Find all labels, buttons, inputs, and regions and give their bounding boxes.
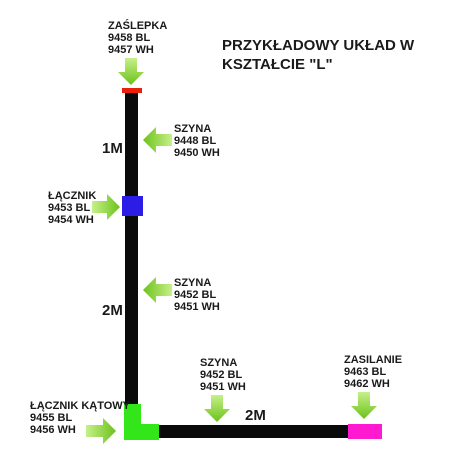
code-bl: 9453 BL: [48, 202, 90, 214]
code-bl: 9452 BL: [200, 369, 242, 381]
component-name: SZYNA: [200, 357, 237, 369]
arrow-right-icon: [86, 418, 116, 444]
arrow-left-icon: [143, 127, 172, 153]
title-line-1: PRZYKŁADOWY UKŁAD W: [222, 37, 415, 54]
code-bl: 9455 BL: [30, 412, 72, 424]
arrow-down-icon: [204, 395, 230, 422]
corner-connector-label: ŁĄCZNIK KĄTOWY 9455 BL 9456 WH: [30, 400, 131, 436]
code-wh: 9462 WH: [344, 378, 390, 390]
end-cap-label: ZAŚLEPKA 9458 BL 9457 WH: [108, 19, 167, 56]
component-name: ZASILANIE: [344, 354, 402, 366]
arrow-down-icon: [351, 392, 377, 419]
horizontal-rail: [125, 425, 380, 438]
code-bl: 9448 BL: [174, 135, 216, 147]
code-wh: 9451 WH: [200, 381, 246, 393]
dimension-upper-segment: 1M: [102, 140, 123, 157]
arrow-down-icon: [118, 58, 144, 85]
component-name: ZAŚLEPKA: [108, 19, 167, 32]
rail-middle-label: SZYNA 9452 BL 9451 WH: [174, 277, 220, 313]
power-feed-part: [348, 424, 382, 439]
code-bl: 9463 BL: [344, 366, 386, 378]
title-line-2: KSZTAŁCIE "L": [222, 56, 333, 73]
code-wh: 9454 WH: [48, 214, 94, 226]
code-bl: 9458 BL: [108, 32, 150, 44]
power-feed-label: ZASILANIE 9463 BL 9462 WH: [344, 354, 402, 390]
arrow-right-icon: [92, 194, 120, 220]
dimension-middle-segment: 2M: [102, 302, 123, 319]
component-name: ŁĄCZNIK KĄTOWY: [30, 400, 131, 412]
connector-part: [122, 196, 143, 216]
rail-top-label: SZYNA 9448 BL 9450 WH: [174, 123, 220, 159]
code-wh: 9450 WH: [174, 147, 220, 159]
end-cap-part: [122, 88, 142, 93]
vertical-rail: [125, 90, 138, 428]
corner-connector-part: [124, 404, 159, 440]
code-bl: 9452 BL: [174, 289, 216, 301]
rail-bottom-label: SZYNA 9452 BL 9451 WH: [200, 357, 246, 393]
arrow-left-icon: [143, 277, 172, 303]
code-wh: 9457 WH: [108, 44, 154, 56]
code-wh: 9451 WH: [174, 301, 220, 313]
component-name: SZYNA: [174, 123, 211, 135]
component-name: SZYNA: [174, 277, 211, 289]
dimension-horizontal-segment: 2M: [245, 407, 266, 424]
component-name: ŁĄCZNIK: [48, 190, 96, 202]
connector-label: ŁĄCZNIK 9453 BL 9454 WH: [48, 190, 96, 226]
code-wh: 9456 WH: [30, 424, 76, 436]
